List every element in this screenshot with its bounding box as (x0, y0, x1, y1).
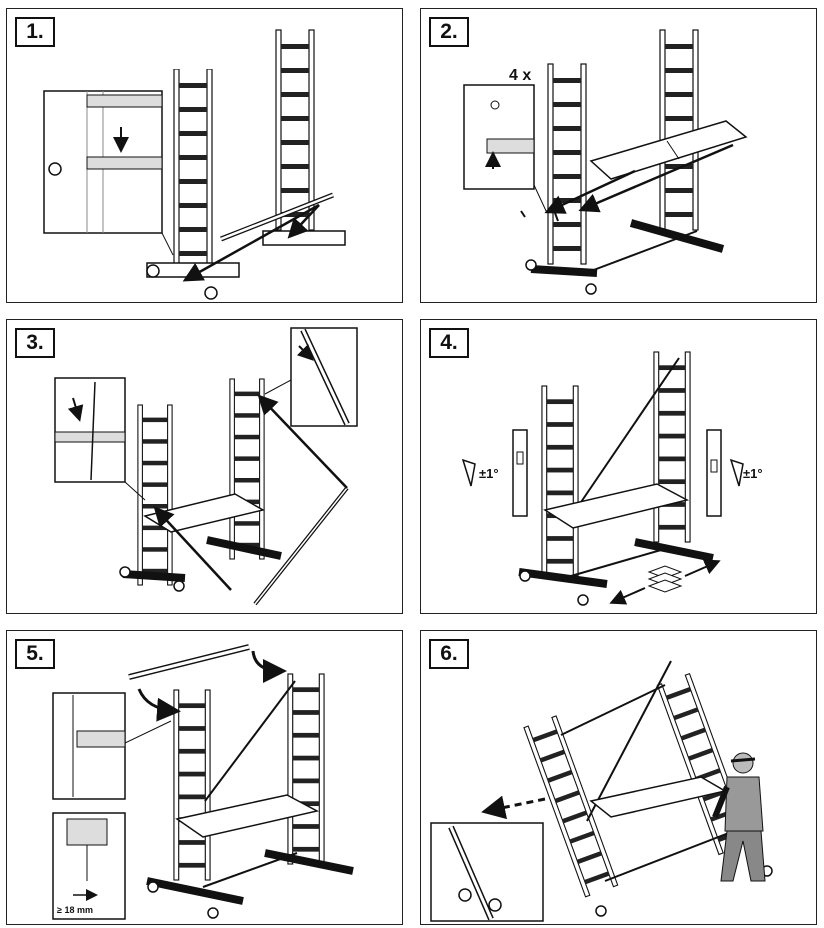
step-6-illustration (430, 660, 773, 922)
step-panel-5: 5. ≥ 18 mm (6, 630, 403, 925)
ladder-frame-icon (287, 673, 325, 865)
spirit-level-icon (512, 429, 528, 517)
quantity-label: 4 x (509, 67, 532, 84)
tolerance-label-left: ±1° (479, 466, 499, 481)
ladder-frame-icon (659, 29, 699, 231)
ladder-frame-icon (229, 378, 265, 560)
step-panel-4: 4. ±1° ±1° (420, 319, 817, 614)
leveling-pads-icon (647, 565, 683, 593)
step-1-illustration (43, 29, 346, 300)
ladder-frame-icon (653, 351, 691, 543)
ladder-frame-icon (547, 63, 587, 265)
step-panel-2: 2. 4 x (420, 8, 817, 303)
step-panel-1: 1. (6, 8, 403, 303)
step-4-illustration (461, 351, 744, 606)
tolerance-label-right: ±1° (743, 466, 763, 481)
ladder-frame-icon (275, 29, 315, 231)
step-panel-6: 6. (420, 630, 817, 925)
step-number: 6. (429, 639, 469, 669)
step-number: 3. (15, 328, 55, 358)
step-number: 4. (429, 328, 469, 358)
worker-figure-icon (712, 752, 766, 882)
ladder-frame-icon (541, 385, 579, 577)
step-number: 1. (15, 17, 55, 47)
spirit-level-icon (706, 429, 722, 517)
step-number: 2. (429, 17, 469, 47)
step-5-illustration (52, 644, 354, 920)
ladder-frame-icon (173, 69, 213, 269)
step-3-illustration (54, 327, 358, 606)
clearance-label: ≥ 18 mm (57, 905, 93, 915)
step-number: 5. (15, 639, 55, 669)
step-panel-3: 3. (6, 319, 403, 614)
ladder-frame-icon (173, 689, 211, 881)
ladder-frame-icon (137, 404, 173, 586)
step-2-illustration (463, 29, 748, 295)
